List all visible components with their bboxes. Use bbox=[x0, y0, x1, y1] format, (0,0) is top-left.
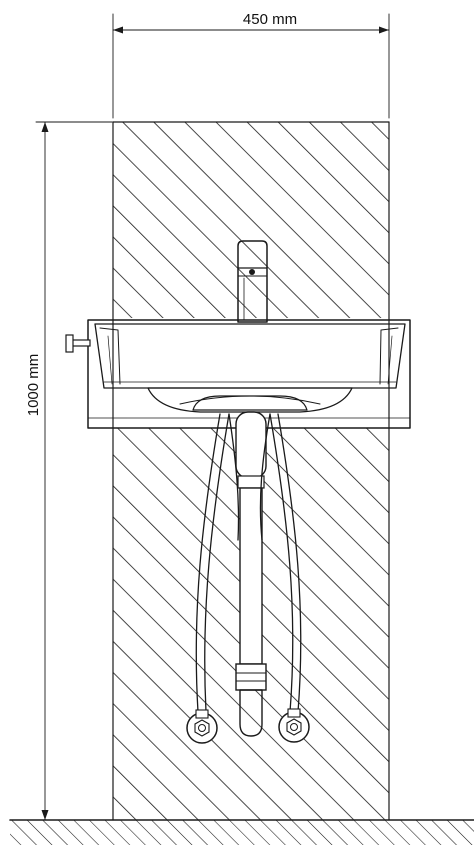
width-dimension: 450 mm bbox=[112, 11, 390, 119]
right-valve bbox=[278, 708, 310, 743]
washbasin bbox=[87, 319, 411, 429]
floor bbox=[9, 819, 474, 845]
supply-hoses bbox=[195, 413, 302, 713]
waste-pipe bbox=[235, 411, 267, 737]
faucet bbox=[237, 240, 268, 323]
left-valve bbox=[186, 709, 218, 744]
mounting-bolt bbox=[65, 334, 91, 353]
height-dimension-label: 1000 mm bbox=[25, 354, 42, 417]
width-dimension-label: 450 mm bbox=[243, 11, 297, 28]
height-dimension: 1000 mm bbox=[25, 121, 113, 821]
